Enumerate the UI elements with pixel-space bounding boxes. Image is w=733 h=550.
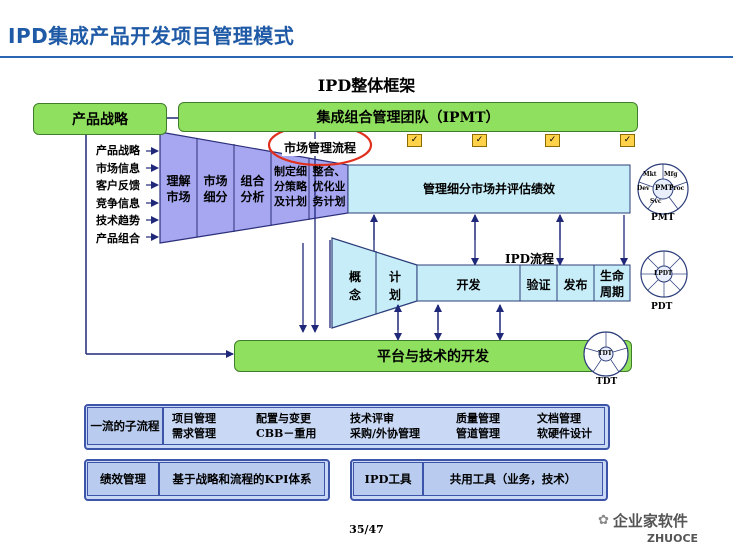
sub-process-item: 采购/外协管理 — [350, 427, 421, 440]
tdt-label: TDT — [596, 377, 618, 387]
check-icon: ✓ — [620, 134, 635, 147]
sub-process-items — [163, 407, 605, 445]
chat-icon: ✿ — [598, 513, 609, 528]
check-icon: ✓ — [545, 134, 560, 147]
stage-develop: 开发 — [456, 278, 481, 292]
perf-value: 基于战略和流程的KPI体系 — [159, 462, 325, 496]
input-item: 技术趋势 — [96, 214, 140, 227]
funnel-col-portfolio: 组合 分析 — [240, 174, 265, 204]
tools-label: IPD工具 — [353, 462, 423, 496]
tdt-center: TDT — [598, 350, 613, 357]
input-item: 客户反馈 — [96, 179, 140, 192]
sub-process-item: CBB－重用 — [256, 427, 317, 440]
sub-process-item: 软硬件设计 — [537, 427, 592, 440]
check-icon: ✓ — [407, 134, 422, 147]
stage-lifecycle: 生命 周期 — [599, 269, 624, 299]
ipmt-bar: 集成组合管理团队（IPMT） — [178, 102, 638, 132]
funnel-col-strategy: 制定细 分策略 及计划 — [274, 165, 307, 208]
stage-concept: 概 念 — [348, 270, 361, 302]
sub-process-col: 技术评审 采购/外协管理 — [350, 411, 420, 441]
pmt-circle-icon — [637, 163, 689, 215]
sub-process-item: 技术评审 — [350, 412, 394, 425]
pmt-seg: Proc — [669, 185, 685, 192]
sub-process-item: 配置与变更 — [256, 412, 311, 425]
page-title: IPD集成产品开发项目管理模式 — [8, 24, 295, 48]
watermark: ✿ 企业家软件 — [598, 510, 688, 531]
sub-process-col: 文档管理 软硬件设计 — [537, 411, 592, 441]
pmt-seg: Dev — [637, 185, 650, 192]
pmt-seg: Svc — [650, 198, 662, 205]
input-list: 产品战略 市场信息 客户反馈 竞争信息 技术趋势 产品组合 — [96, 142, 140, 247]
sub-process-label: 一流的子流程 — [87, 407, 163, 445]
watermark-en: ZHUOCE — [647, 532, 699, 545]
tdt-circle-icon — [583, 331, 629, 377]
funnel-col-segment: 市场 细分 — [203, 174, 228, 204]
diagram-title: IPD整体框架 — [317, 76, 416, 95]
stage-release: 发布 — [563, 278, 588, 292]
sub-process-item: 需求管理 — [172, 427, 216, 440]
title-divider — [0, 56, 733, 58]
ipd-process-label: IPD流程 — [505, 252, 555, 266]
check-icon: ✓ — [472, 134, 487, 147]
pdt-label: PDT — [651, 302, 673, 312]
sub-process-item: 管道管理 — [456, 427, 500, 440]
sub-process-col: 配置与变更 CBB－重用 — [256, 411, 316, 441]
sub-process-item: 项目管理 — [172, 412, 216, 425]
pdt-center: LPDT — [654, 270, 673, 277]
pdt-circle-icon — [640, 250, 688, 298]
pmt-seg: Mkt — [643, 171, 657, 178]
sub-process-col: 项目管理 需求管理 — [172, 411, 216, 441]
sub-process-col: 质量管理 管道管理 — [456, 411, 500, 441]
input-item: 产品战略 — [96, 144, 140, 157]
manage-segment-bar: 管理细分市场并评估绩效 — [422, 182, 555, 196]
sub-process-item: 质量管理 — [456, 412, 500, 425]
pmt-center: PMT — [655, 183, 674, 192]
funnel-col-optimize: 整合、 优化业 务计划 — [312, 165, 346, 208]
market-process-label: 市场管理流程 — [282, 139, 359, 156]
page-number: 35/47 — [349, 523, 384, 536]
perf-label: 绩效管理 — [87, 462, 159, 496]
watermark-cn: 企业家软件 — [612, 512, 688, 530]
funnel-col-understand: 理解 市场 — [166, 174, 191, 204]
product-strategy-box: 产品战略 — [33, 103, 167, 135]
stage-plan: 计 划 — [388, 270, 401, 302]
input-item: 市场信息 — [96, 161, 140, 175]
stage-verify: 验证 — [526, 278, 551, 292]
pmt-seg: Mfg — [664, 171, 678, 178]
input-item: 产品组合 — [96, 231, 140, 245]
pmt-label: PMT — [651, 213, 675, 223]
tools-value: 共用工具（业务，技术） — [423, 462, 603, 496]
sub-process-item: 文档管理 — [537, 412, 581, 425]
platform-bar: 平台与技术的开发 — [234, 340, 632, 372]
input-item: 竞争信息 — [96, 196, 140, 210]
